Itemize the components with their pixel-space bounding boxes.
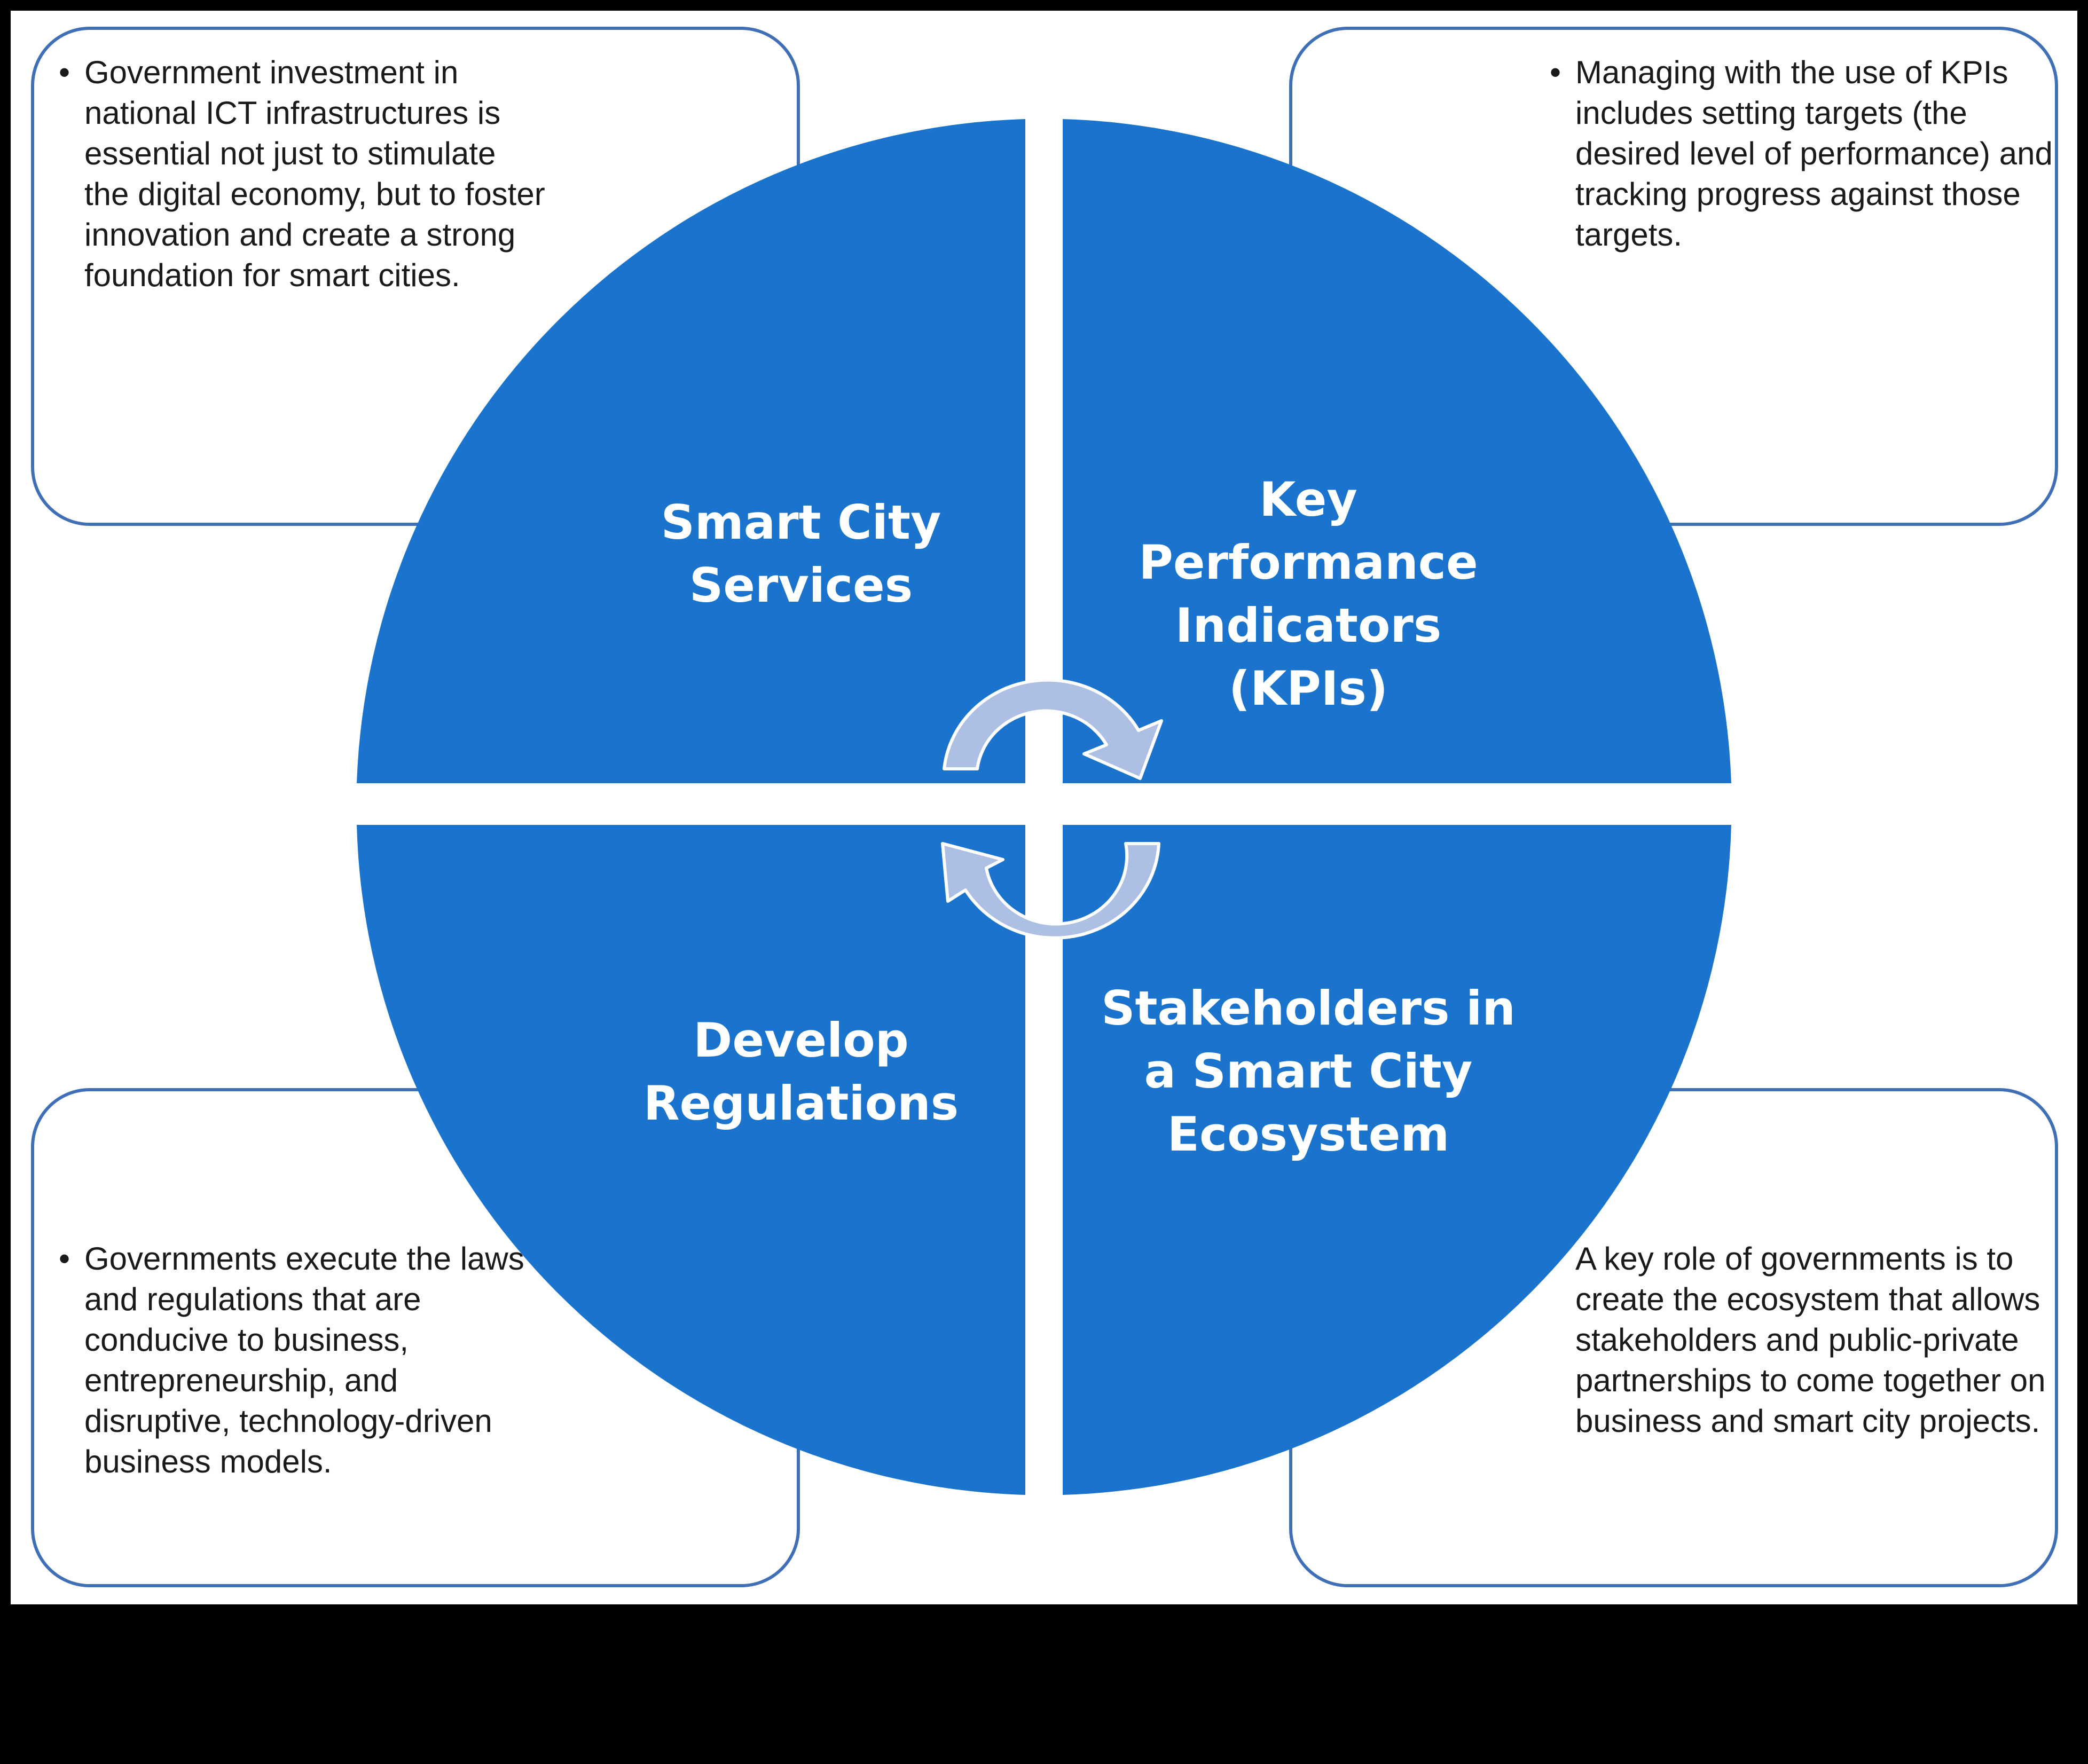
quadrant-label-smart-city-services: Smart City Services — [661, 495, 941, 613]
bullet-marker: • — [59, 54, 70, 90]
quadrant-key-performance-indicators — [1063, 119, 1731, 783]
note-text: Governments execute the laws and regulat… — [84, 1241, 524, 1479]
clockwise-arc-arrow-icon — [941, 842, 1160, 940]
quadrant-wheel — [357, 119, 1731, 1495]
quadrant-smart-city-services — [357, 119, 1025, 783]
quadrant-label-kpis: Key Performance Indicators (KPIs) — [1139, 472, 1478, 716]
note-text: Managing with the use of KPIs includes s… — [1575, 54, 2053, 253]
bottom-black-band — [0, 1604, 2088, 1764]
note-text: A key role of governments is to create t… — [1575, 1241, 2046, 1439]
bullet-marker: • — [1550, 54, 1561, 90]
bullet-marker: • — [59, 1241, 70, 1277]
quadrant-develop-regulations — [357, 825, 1025, 1495]
quadrant-label-stakeholders: Stakeholders in a Smart City Ecosystem — [1101, 981, 1516, 1162]
note-ecosystem: A key role of governments is to create t… — [1533, 1239, 2067, 1442]
note-kpi-management: • Managing with the use of KPIs includes … — [1533, 52, 2067, 255]
note-text: Government investment in national ICT in… — [84, 54, 545, 293]
clockwise-arc-arrow-icon — [943, 678, 1163, 780]
note-government-investment: • Government investment in national ICT i… — [42, 52, 549, 296]
note-regulations: • Governments execute the laws and regula… — [42, 1239, 549, 1482]
diagram-canvas: Smart City Services Key Performance Indi… — [11, 11, 2077, 1604]
quadrant-label-develop-regulations: Develop Regulations — [643, 1013, 959, 1131]
quadrant-stakeholders — [1063, 825, 1731, 1495]
